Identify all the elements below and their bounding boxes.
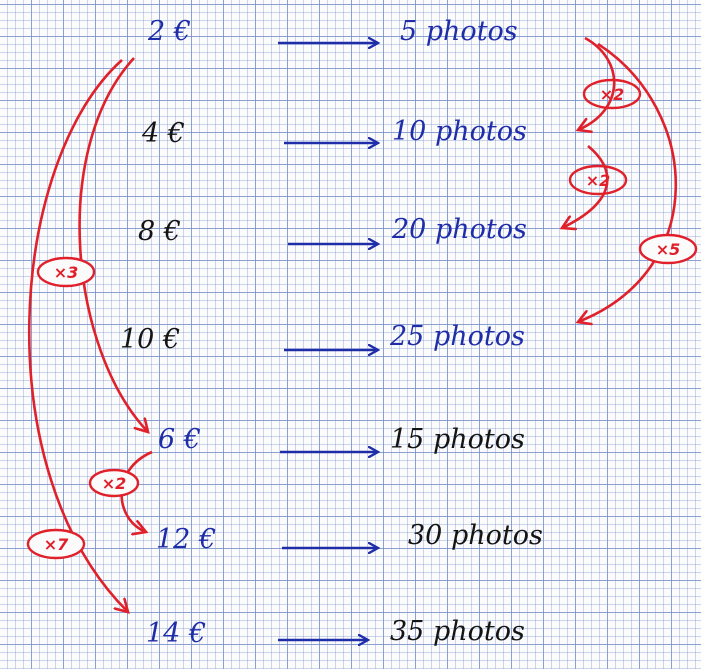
multiplier-label-left-small: ×2: [102, 474, 127, 493]
price-14: 14 €: [146, 618, 206, 649]
price-8: 8 €: [138, 216, 181, 247]
multiplier-label-right-long: ×5: [656, 240, 681, 259]
price-2: 2 €: [147, 16, 191, 47]
multiplier-bubble-right-first: [582, 78, 642, 110]
relation-arrow-2-to-14: [28, 59, 128, 612]
multiplier-label-right-first: ×2: [600, 85, 625, 104]
photos-15: 15 photos: [390, 424, 525, 455]
photos-35: 35 photos: [390, 616, 525, 647]
photos-5: 5 photos: [400, 16, 518, 47]
relation-arrow-5-to-10: [578, 36, 616, 130]
multiplier-bubble-left-inner: [36, 256, 96, 288]
photos-30: 30 photos: [408, 520, 543, 551]
multiplier-bubble-left-outer: [26, 528, 86, 560]
relation-arrow-10-to-20: [562, 144, 609, 228]
photos-10: 10 photos: [392, 116, 527, 147]
photos-20: 20 photos: [391, 214, 527, 245]
price-6: 6 €: [158, 424, 201, 455]
multiplier-bubble-right-second: [568, 164, 628, 196]
price-4: 4 €: [141, 118, 185, 149]
price-12: 12 €: [156, 524, 216, 555]
multiplier-bubble-left-small: [88, 468, 140, 498]
relation-arrow-5-to-25: [578, 42, 678, 322]
multiplier-label-left-outer: ×7: [44, 535, 69, 554]
multiplier-label-right-second: ×2: [586, 171, 611, 190]
multiplier-bubble-right-long: [638, 233, 698, 265]
relation-arrow-2-to-6: [78, 57, 148, 432]
photos-25: 25 photos: [389, 321, 525, 352]
price-10: 10 €: [120, 324, 180, 355]
multiplier-label-left-inner: ×3: [54, 263, 79, 282]
